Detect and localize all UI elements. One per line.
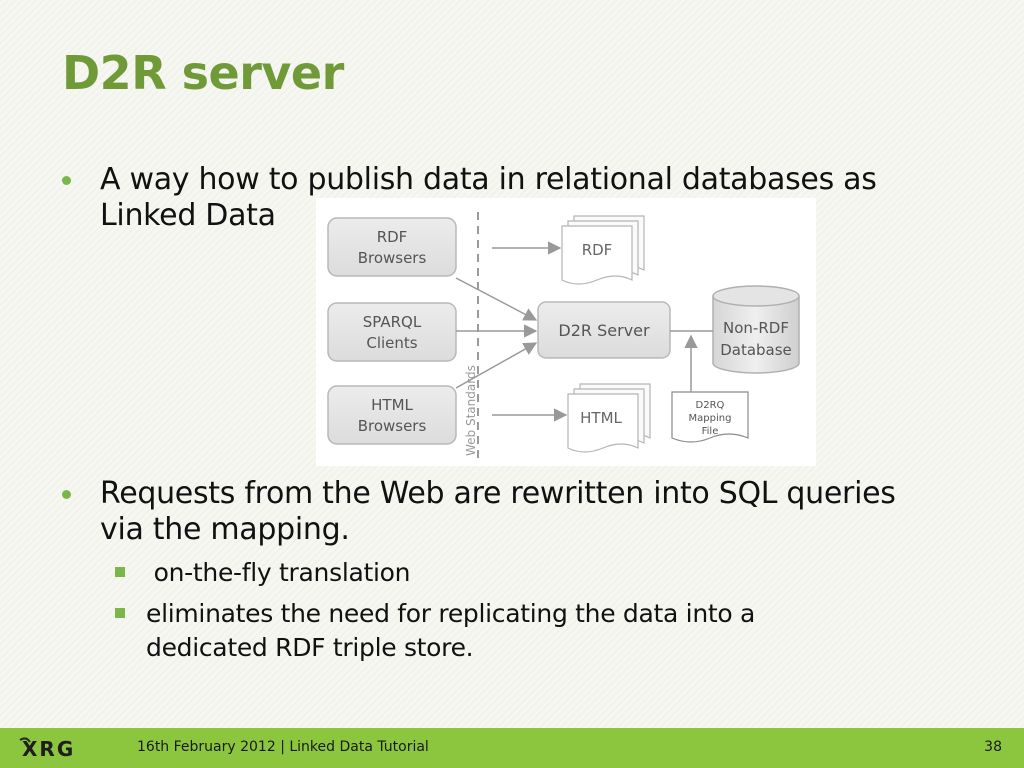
output-label: HTML: [580, 409, 622, 427]
client-box-rdf-browsers: RDF Browsers: [327, 217, 457, 277]
bullet-line: A way how to publish data in relational …: [100, 162, 877, 197]
client-label: SPARQL: [363, 313, 422, 331]
bullet-line: Requests from the Web are rewritten into…: [100, 476, 896, 511]
client-label: HTML: [371, 396, 413, 414]
footer-bar: XRG 16th February 2012 | Linked Data Tut…: [0, 728, 1024, 768]
client-label: RDF: [377, 228, 408, 246]
mapping-file-label: Mapping: [689, 413, 732, 424]
bullet-publish-data: A way how to publish data in relational …: [62, 162, 962, 234]
client-label: Clients: [366, 334, 417, 352]
page-number: 38: [984, 739, 1002, 755]
database-cylinder: Non-RDF Database: [712, 285, 800, 374]
sub-bullet-eliminates-replication: eliminates the need for replicating the …: [115, 597, 875, 665]
bullet-line: via the mapping.: [100, 512, 350, 547]
mapping-file-label: D2RQ: [696, 400, 725, 411]
rdf-document-stack: RDF: [561, 215, 645, 285]
html-document-stack: HTML: [567, 383, 651, 453]
mapping-file-label: File: [702, 426, 719, 437]
output-label: RDF: [582, 241, 613, 259]
mapping-file-document: D2RQ Mapping File: [671, 391, 749, 443]
sub-bullet-line: dedicated RDF triple store.: [146, 633, 474, 662]
footer-text: 16th February 2012 | Linked Data Tutoria…: [137, 739, 429, 755]
sub-bullet-square-icon: [115, 567, 125, 577]
arrow-rdf-browsers-to-server: [455, 277, 538, 321]
sub-bullet-line: on-the-fly translation: [146, 558, 411, 587]
xrg-logo: XRG: [19, 737, 75, 761]
bullet-dot-icon: [62, 176, 71, 185]
client-label: Browsers: [358, 249, 427, 267]
logo-text: XRG: [22, 737, 75, 761]
web-standards-label: Web Standards: [464, 365, 478, 456]
sub-bullet-square-icon: [115, 608, 125, 618]
slide-title: D2R server: [62, 46, 344, 100]
database-label: Non-RDF: [723, 319, 789, 337]
sub-bullet-on-the-fly: on-the-fly translation: [115, 556, 875, 590]
server-label: D2R Server: [558, 321, 650, 340]
d2r-architecture-diagram: Web Standards RDF Browsers SPARQL Client…: [316, 198, 816, 466]
client-box-html-browsers: HTML Browsers: [327, 385, 457, 445]
bullet-requests-rewritten: Requests from the Web are rewritten into…: [62, 476, 962, 548]
sub-bullet-line: eliminates the need for replicating the …: [146, 599, 756, 628]
client-label: Browsers: [358, 417, 427, 435]
client-box-sparql-clients: SPARQL Clients: [327, 302, 457, 362]
d2r-server-box: D2R Server: [537, 301, 671, 359]
bullet-line: Linked Data: [100, 198, 276, 233]
database-label: Database: [720, 341, 792, 359]
bullet-dot-icon: [62, 490, 71, 499]
arrow-html-browsers-to-server: [455, 342, 538, 389]
